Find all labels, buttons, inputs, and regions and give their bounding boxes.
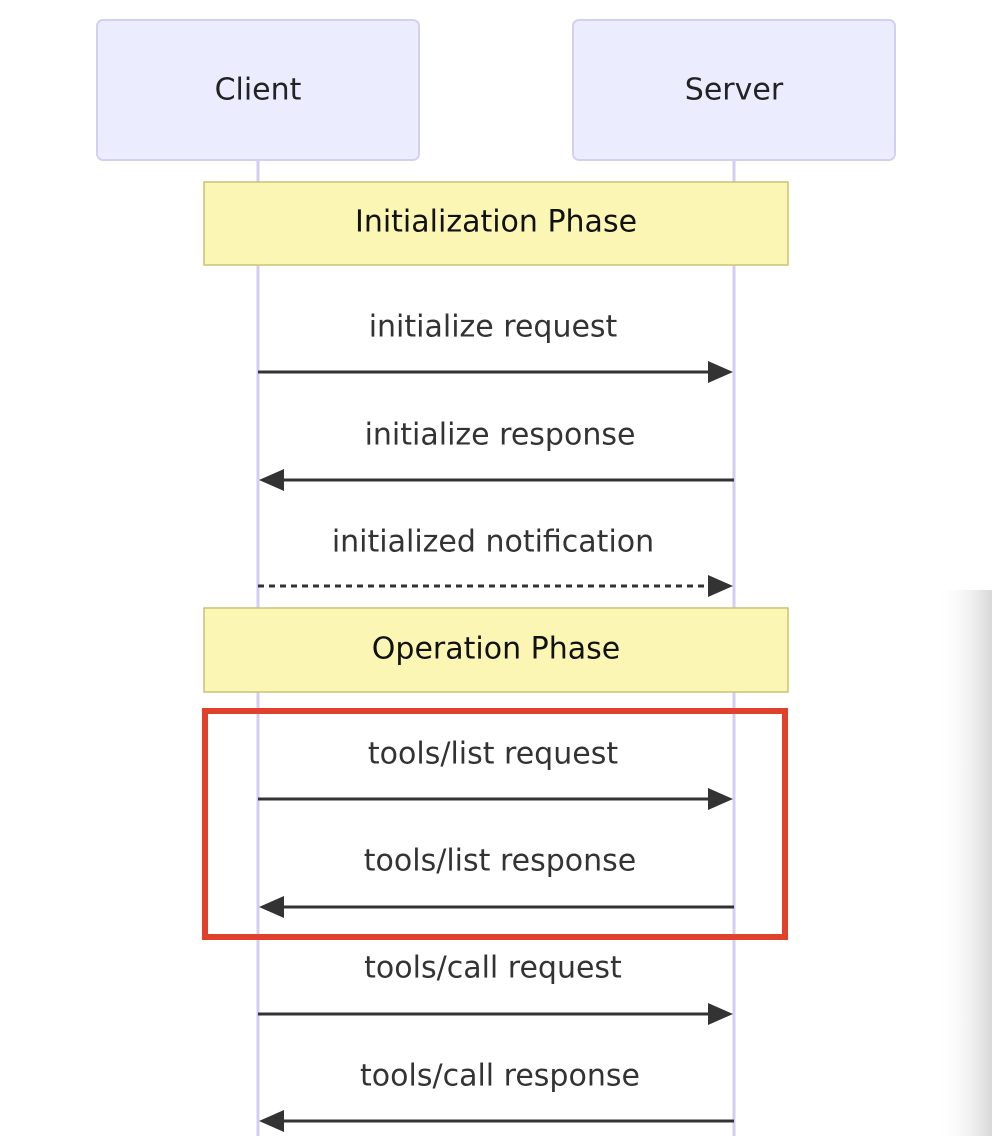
- server-actor-label: Server: [685, 73, 784, 108]
- note-initialization-phase: Initialization Phase: [203, 181, 789, 266]
- participant-client: Client: [96, 19, 420, 161]
- initialization-phase-note-label: Initialization Phase: [355, 205, 637, 240]
- message-initialized-notification: initialized notification: [258, 525, 733, 597]
- arrowhead-left-icon: [259, 1110, 284, 1132]
- message-initialize-response: initialize response: [259, 418, 734, 491]
- note-operation-phase: Operation Phase: [203, 607, 789, 693]
- initialization-phase-note-box: [203, 181, 789, 266]
- client-actor-box: [96, 19, 420, 161]
- arrowhead-right-icon: [708, 1003, 733, 1025]
- message-label: tools/list response: [364, 844, 636, 879]
- message-label: initialize response: [365, 418, 636, 453]
- operation-phase-note-label: Operation Phase: [372, 632, 620, 667]
- highlight-box: [202, 708, 788, 940]
- message-tools-list-request: tools/list request: [258, 737, 733, 810]
- arrowhead-left-icon: [259, 469, 284, 491]
- message-label: initialized notification: [332, 525, 654, 560]
- message-label: tools/call request: [364, 951, 622, 986]
- message-initialize-request: initialize request: [258, 310, 733, 383]
- participant-server: Server: [572, 19, 896, 161]
- arrowhead-right-icon: [708, 361, 733, 383]
- message-tools-list-response: tools/list response: [259, 844, 734, 918]
- arrowhead-left-icon: [259, 896, 284, 918]
- operation-phase-note-box: [203, 607, 789, 693]
- message-label: tools/list request: [368, 737, 618, 772]
- message-tools-call-request: tools/call request: [258, 951, 733, 1025]
- server-actor-box: [572, 19, 896, 161]
- message-label: initialize request: [369, 310, 618, 345]
- arrowhead-right-icon: [708, 575, 733, 597]
- arrowhead-right-icon: [708, 788, 733, 810]
- message-tools-call-response: tools/call response: [259, 1059, 734, 1132]
- message-label: tools/call response: [360, 1059, 640, 1094]
- window-edge-shadow: [936, 590, 992, 1136]
- client-actor-label: Client: [215, 73, 302, 108]
